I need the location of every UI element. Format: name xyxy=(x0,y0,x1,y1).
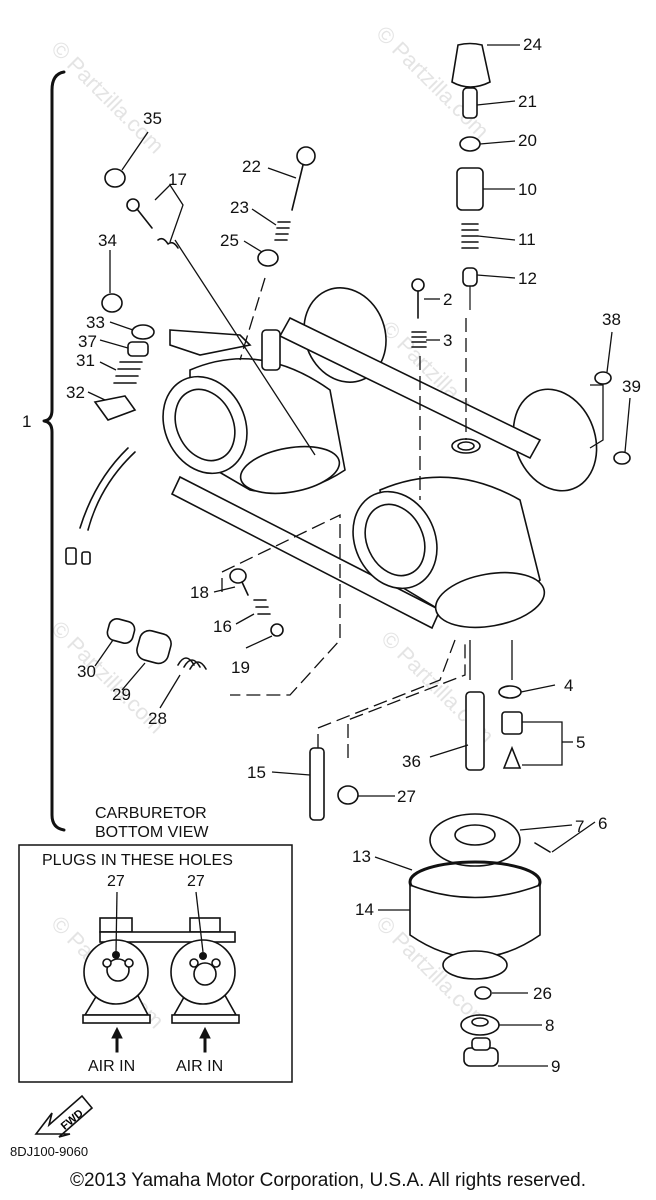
callout-32: 32 xyxy=(66,383,85,402)
part-20-nut xyxy=(459,136,481,152)
callout-1: 1 xyxy=(22,412,31,431)
part-26-screw xyxy=(474,986,492,1000)
callout-17: 17 xyxy=(168,170,187,189)
part-16-spring xyxy=(253,599,271,615)
part-4-washer xyxy=(498,685,522,699)
part-24-cap xyxy=(451,42,491,88)
callout-9: 9 xyxy=(551,1057,560,1076)
callout-labels: 35 17 22 23 25 34 33 37 31 32 24 21 20 1… xyxy=(66,35,641,1076)
assembly-bracket: 1 xyxy=(22,70,66,832)
callout-37: 37 xyxy=(78,332,97,351)
callout-29: 29 xyxy=(112,685,131,704)
part-6-pin xyxy=(534,842,551,853)
part-15-tube xyxy=(309,747,325,821)
part-31-spring xyxy=(113,361,143,384)
inset-air-in-1: AIR IN xyxy=(88,1058,135,1075)
part-25 xyxy=(257,249,279,267)
part-14-bowl xyxy=(409,883,541,959)
part-39 xyxy=(613,451,631,465)
callout-22: 22 xyxy=(242,157,261,176)
callout-13: 13 xyxy=(352,847,371,866)
callout-8: 8 xyxy=(545,1016,554,1035)
callout-3: 3 xyxy=(443,331,452,350)
callout-33: 33 xyxy=(86,313,105,332)
part-11-spring xyxy=(461,223,479,249)
part-37 xyxy=(127,341,149,357)
part-33 xyxy=(131,324,155,340)
part-29 xyxy=(136,629,172,665)
inset-heading: PLUGS IN THESE HOLES xyxy=(42,852,233,869)
callout-25: 25 xyxy=(220,231,239,250)
part-34 xyxy=(101,293,123,313)
part-5-jet-top xyxy=(501,711,523,735)
part-17-screw xyxy=(126,198,140,212)
inset-air-in-2: AIR IN xyxy=(176,1058,223,1075)
part-21 xyxy=(462,87,478,119)
guide-lines xyxy=(174,239,604,758)
callout-4: 4 xyxy=(564,676,573,695)
part-35 xyxy=(104,168,126,188)
part-3-spring xyxy=(411,331,427,348)
fwd-arrow-icon xyxy=(34,1094,94,1138)
callout-39: 39 xyxy=(622,377,641,396)
callout-23: 23 xyxy=(230,198,249,217)
callout-2: 2 xyxy=(443,290,452,309)
part-19-clip xyxy=(270,623,284,637)
wire-harness xyxy=(79,447,129,529)
callout-21: 21 xyxy=(518,92,537,111)
callout-24: 24 xyxy=(523,35,542,54)
inset-plug-label-1: 27 xyxy=(107,873,125,890)
part-10 xyxy=(456,167,484,211)
callout-38: 38 xyxy=(602,310,621,329)
copyright-notice: ©2013 Yamaha Motor Corporation, U.S.A. A… xyxy=(70,1170,586,1191)
callout-20: 20 xyxy=(518,131,537,150)
callout-18: 18 xyxy=(190,583,209,602)
callout-10: 10 xyxy=(518,180,537,199)
part-38 xyxy=(594,371,612,385)
inset-caption-line2: BOTTOM VIEW xyxy=(95,824,209,841)
callout-27: 27 xyxy=(397,787,416,806)
part-2-screw xyxy=(411,278,425,292)
inset-frame xyxy=(18,844,293,1083)
part-18 xyxy=(229,568,247,584)
callout-6: 6 xyxy=(598,814,607,833)
part-32 xyxy=(93,395,137,421)
bottom-view-inset: CARBURETOR BOTTOM VIEW PLUGS IN THESE HO… xyxy=(18,805,293,1083)
callout-26: 26 xyxy=(533,984,552,1003)
part-30 xyxy=(106,618,136,644)
part-36-tube xyxy=(465,691,485,771)
callout-30: 30 xyxy=(77,662,96,681)
part-23-spring xyxy=(274,221,291,241)
callout-11: 11 xyxy=(518,230,536,249)
watermark: © Partzilla.com xyxy=(46,36,169,159)
inset-plug-label-2: 27 xyxy=(187,873,205,890)
part-22-knob xyxy=(296,146,316,166)
inset-caption-line1: CARBURETOR xyxy=(95,805,207,822)
part-28-spring xyxy=(177,657,207,670)
callout-14: 14 xyxy=(355,900,374,919)
callout-7: 7 xyxy=(575,817,584,836)
callout-34: 34 xyxy=(98,231,117,250)
parts xyxy=(65,42,631,1067)
callout-19: 19 xyxy=(231,658,250,677)
callout-12: 12 xyxy=(518,269,537,288)
carburetor-body xyxy=(162,287,598,630)
callout-36: 36 xyxy=(402,752,421,771)
part-12-needle xyxy=(462,267,478,287)
callout-31: 31 xyxy=(76,351,95,370)
callout-16: 16 xyxy=(213,617,232,636)
callout-28: 28 xyxy=(148,709,167,728)
part-27-plug xyxy=(337,785,359,805)
drawing-code: 8DJ100-9060 xyxy=(10,1144,89,1159)
part-5-jet-bottom xyxy=(502,745,522,769)
callout-5: 5 xyxy=(576,733,585,752)
callout-35: 35 xyxy=(143,109,162,128)
callout-15: 15 xyxy=(247,763,266,782)
fwd-arrow: FWD xyxy=(34,1094,94,1138)
